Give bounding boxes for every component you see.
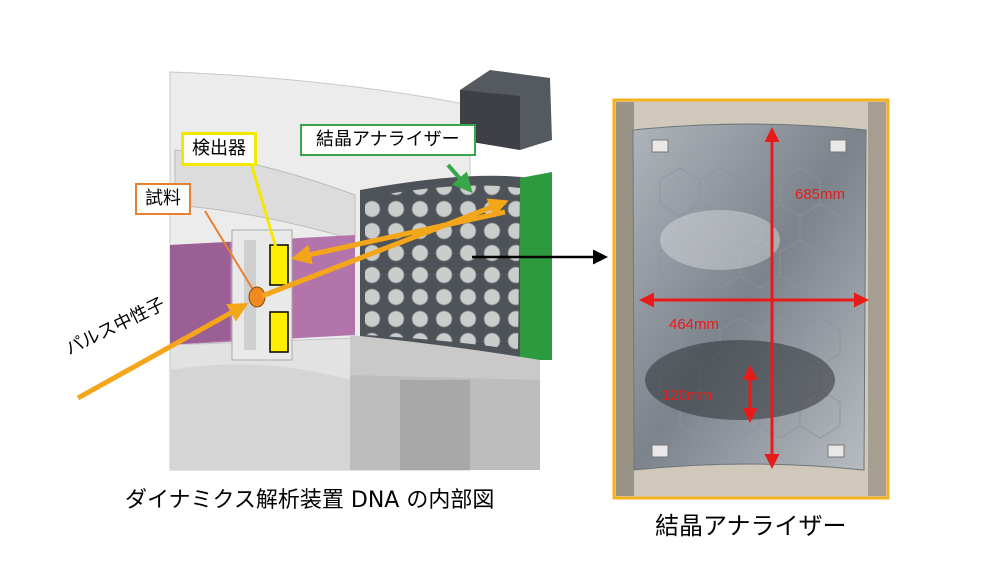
detector-label: 検出器	[181, 132, 257, 166]
detector-leader	[248, 159, 278, 249]
dimension-crystal-label: 120mm	[662, 387, 713, 404]
analyzer-backing	[520, 172, 552, 360]
beam-incident	[76, 302, 249, 401]
beam-scattered	[261, 198, 509, 299]
analyzer-label: 結晶アナライザー	[300, 124, 476, 156]
instrument-cutaway	[76, 70, 608, 471]
dimension-width-label: 464mm	[669, 316, 720, 333]
dimension-height-label: 685mm	[795, 186, 846, 203]
analyzer-photo	[612, 98, 890, 500]
detector-lower	[269, 311, 289, 353]
sample-leader	[204, 210, 253, 289]
analyzer-leader	[446, 163, 473, 194]
instrument-caption: ダイナミクス解析装置 DNA の内部図	[125, 488, 495, 513]
sample-label: 試料	[135, 183, 191, 215]
beam-reflected	[291, 209, 506, 265]
analyzer-caption: 結晶アナライザー	[655, 512, 847, 540]
detector-upper	[269, 244, 289, 286]
mount-brackets	[651, 139, 847, 458]
